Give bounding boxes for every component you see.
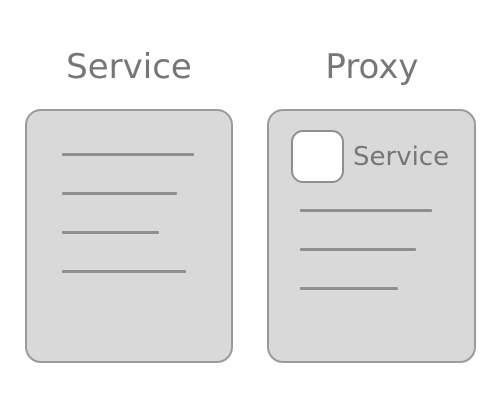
proxy-card: Service — [267, 109, 476, 363]
service-heading: Service — [66, 47, 192, 87]
proxy-content-line — [300, 287, 398, 290]
service-content-line — [62, 270, 186, 273]
nested-service-icon — [291, 130, 344, 183]
proxy-heading: Proxy — [325, 47, 419, 87]
service-content-line — [62, 192, 177, 195]
service-content-line — [62, 153, 194, 156]
service-content-line — [62, 231, 159, 234]
proxy-content-line — [300, 248, 416, 251]
proxy-content-line — [300, 209, 432, 212]
service-card — [25, 109, 233, 363]
nested-service-label: Service — [353, 142, 450, 172]
